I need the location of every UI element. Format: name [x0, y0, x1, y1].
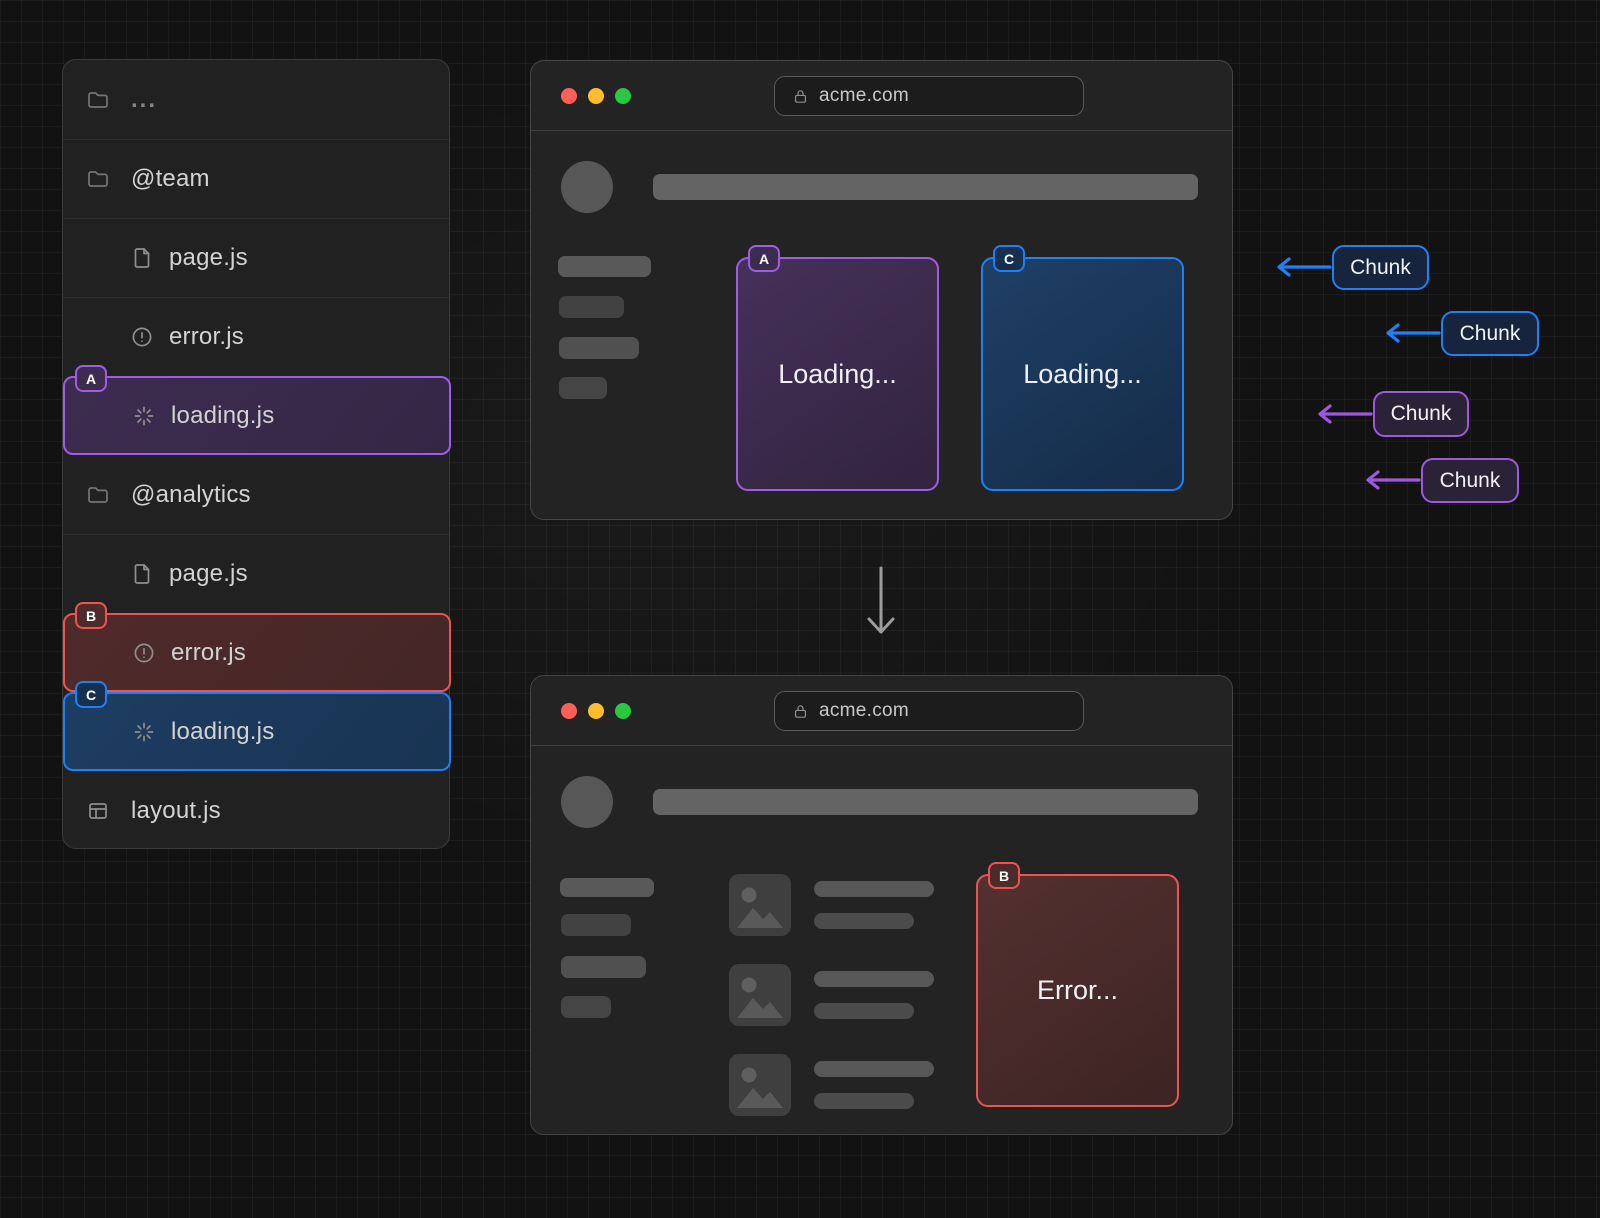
layout-icon: [89, 802, 107, 819]
folder-icon: [88, 171, 108, 187]
error-text: Error...: [1036, 975, 1118, 1005]
file-icon: [134, 564, 150, 584]
slot-badge-a: A: [75, 365, 107, 392]
media-list-item: [729, 874, 959, 936]
text-skeleton-bar: [559, 377, 607, 399]
tree-item-label: error.js: [169, 323, 244, 350]
arrow-left-icon: [1366, 470, 1421, 490]
tree-item-analytics: @analytics: [63, 455, 451, 534]
tree-item-label: ...: [131, 85, 158, 113]
arrow-left-icon: [1277, 257, 1332, 277]
tree-item-label: @team: [131, 165, 210, 192]
text-skeleton-bar: [561, 914, 631, 936]
tree-item-label: layout.js: [131, 796, 221, 824]
browser-window-loading: acme.com A Loading... C Loading...: [530, 60, 1233, 520]
traffic-light-green: [615, 703, 631, 719]
text-skeleton-bar: [814, 881, 934, 897]
error-card-slot-b: B Error...: [976, 862, 1179, 1107]
traffic-light-red: [561, 88, 577, 104]
tree-item-loading-team: A loading.js: [63, 365, 451, 455]
text-skeleton-bar: [814, 1061, 934, 1077]
traffic-light-yellow: [588, 703, 604, 719]
avatar: [561, 161, 613, 213]
text-skeleton-bar: [559, 296, 624, 318]
browser-window-error: acme.com: [530, 675, 1233, 1135]
spinner-icon: [134, 406, 154, 425]
loading-card-slot-a: A Loading...: [736, 245, 939, 491]
text-skeleton-bar: [561, 956, 646, 978]
traffic-light-green: [615, 88, 631, 104]
slot-badge-b: B: [988, 862, 1020, 889]
tree-item-error-team: error.js: [63, 297, 451, 376]
image-placeholder-tile: [729, 1054, 791, 1116]
lock-icon: [794, 704, 807, 718]
header-skeleton-bar: [653, 789, 1198, 815]
chunk-label-1: Chunk: [1332, 245, 1429, 290]
tree-item-team: @team: [63, 139, 451, 218]
tree-item-loading-analytics: C loading.js: [63, 681, 451, 771]
tree-item-page-team: page.js: [63, 218, 451, 297]
traffic-light-red: [561, 703, 577, 719]
spinner-icon: [134, 722, 154, 741]
tree-item-page-analytics: page.js: [63, 534, 451, 613]
slot-badge-a: A: [748, 245, 780, 272]
text-skeleton-bar: [558, 256, 651, 277]
lock-icon: [794, 89, 807, 103]
tree-item-label: page.js: [169, 560, 248, 587]
file-tree-panel: ... @team page.js error.js A loading.js …: [62, 59, 451, 850]
text-skeleton-bar: [561, 996, 611, 1018]
chunk-text: Chunk: [1350, 255, 1411, 279]
tree-item-label: loading.js: [171, 717, 275, 745]
loading-text: Loading...: [778, 358, 897, 389]
text-skeleton-bar: [814, 913, 914, 929]
flow-arrow-down-icon: [867, 566, 895, 634]
tree-item-ellipsis: ...: [63, 60, 451, 139]
chunk-label-3: Chunk: [1373, 391, 1469, 437]
window-header: acme.com: [531, 61, 1232, 131]
image-icon: [737, 887, 783, 928]
tree-item-label: @analytics: [131, 480, 251, 508]
arrow-left-icon: [1318, 404, 1373, 424]
chunk-text: Chunk: [1390, 402, 1452, 425]
image-icon: [737, 977, 783, 1018]
header-skeleton-bar: [653, 174, 1198, 200]
window-header: acme.com: [531, 676, 1232, 746]
url-bar: acme.com: [774, 76, 1084, 116]
chunk-text: Chunk: [1459, 321, 1521, 345]
traffic-light-yellow: [588, 88, 604, 104]
image-placeholder-tile: [729, 874, 791, 936]
tree-item-label: error.js: [171, 638, 246, 666]
image-placeholder-tile: [729, 964, 791, 1026]
text-skeleton-bar: [560, 878, 654, 897]
slot-badge-c: C: [993, 245, 1025, 272]
text-skeleton-bar: [559, 337, 639, 359]
avatar: [561, 776, 613, 828]
loading-text: Loading...: [1023, 358, 1142, 389]
slot-badge-c: C: [75, 681, 107, 708]
text-skeleton-bar: [814, 1093, 914, 1109]
alert-circle-icon: [134, 643, 154, 662]
chunk-text: Chunk: [1439, 468, 1501, 492]
arrow-left-icon: [1386, 323, 1441, 343]
tree-item-label: loading.js: [171, 401, 275, 429]
url-text: acme.com: [819, 700, 910, 721]
url-bar: acme.com: [774, 691, 1084, 731]
tree-item-error-analytics: B error.js: [63, 602, 451, 692]
tree-item-label: page.js: [169, 244, 248, 271]
loading-card-slot-c: C Loading...: [981, 245, 1184, 491]
folder-icon: [88, 91, 108, 108]
url-text: acme.com: [819, 85, 910, 106]
tree-item-layout: layout.js: [63, 771, 451, 850]
file-icon: [134, 248, 150, 268]
image-icon: [737, 1067, 783, 1108]
media-list-item: [729, 964, 959, 1026]
text-skeleton-bar: [814, 1003, 914, 1019]
media-list-item: [729, 1054, 959, 1116]
chunk-label-2: Chunk: [1441, 311, 1539, 356]
alert-circle-icon: [132, 327, 152, 347]
folder-icon: [88, 486, 108, 503]
text-skeleton-bar: [814, 971, 934, 987]
slot-badge-b: B: [75, 602, 107, 629]
chunk-label-4: Chunk: [1421, 458, 1519, 503]
